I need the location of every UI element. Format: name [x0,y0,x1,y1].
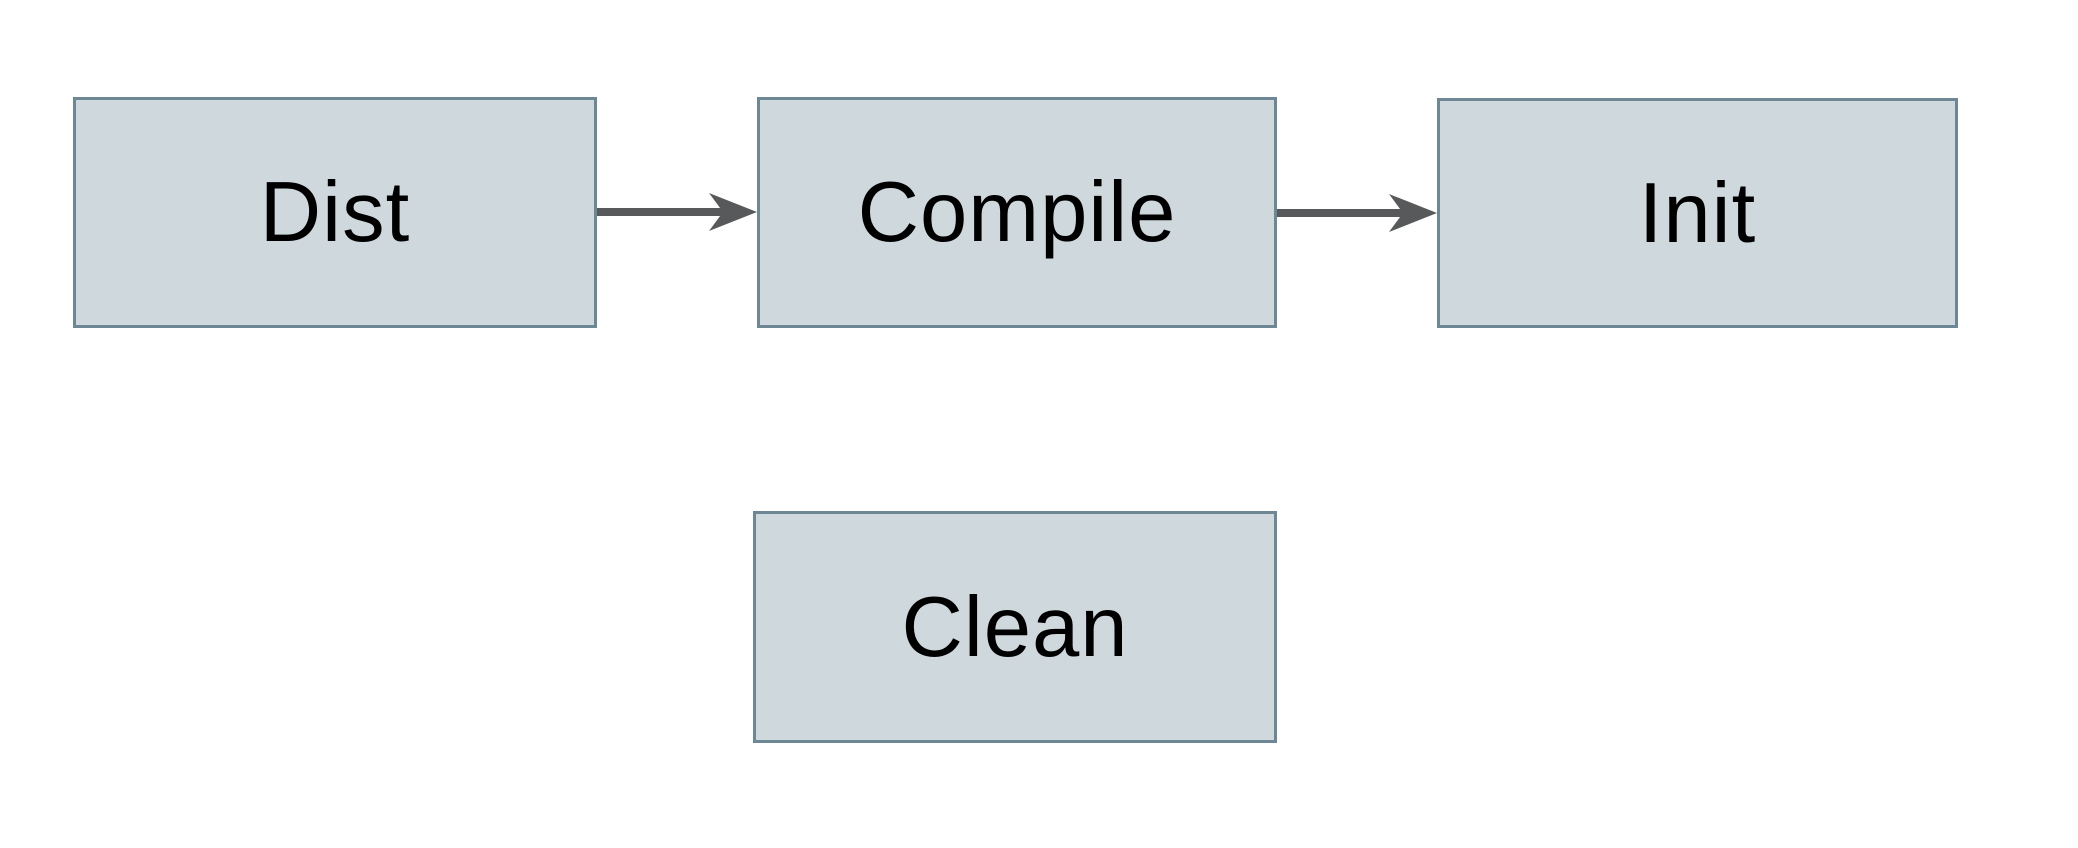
arrow-head-icon [1389,194,1437,232]
arrow-compile-to-init [1277,194,1437,232]
flow-node-dist: Dist [73,97,597,328]
node-label-clean: Clean [901,579,1129,675]
arrow-head-icon [709,193,757,231]
node-label-compile: Compile [857,165,1177,260]
node-label-dist: Dist [259,165,411,260]
node-label-init: Init [1638,165,1757,261]
flow-node-clean: Clean [753,511,1277,743]
arrow-dist-to-compile [597,193,757,231]
flow-node-init: Init [1437,98,1958,328]
flow-node-compile: Compile [757,97,1277,328]
